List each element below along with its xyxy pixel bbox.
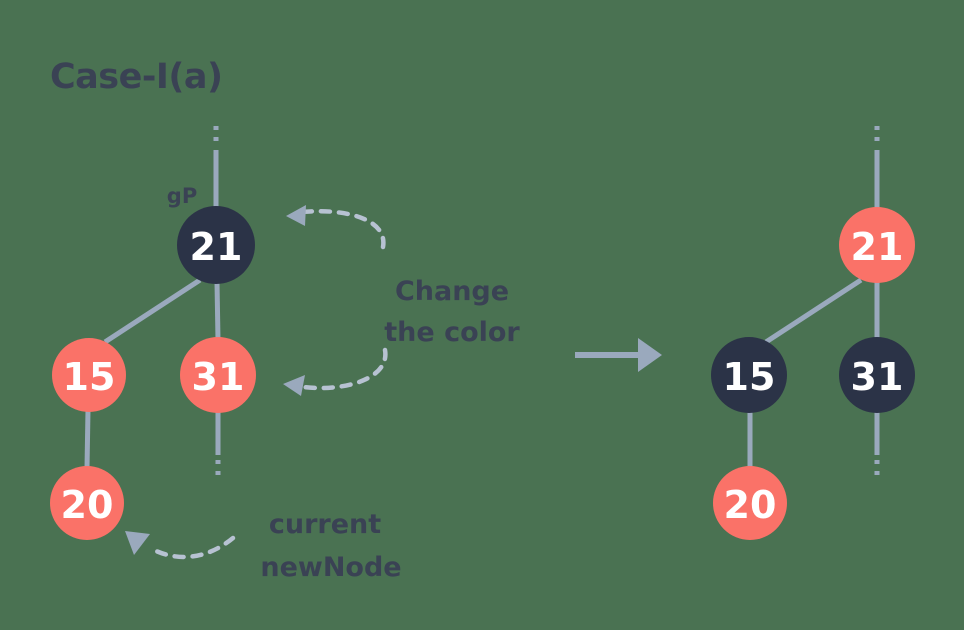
change-color-line-2: the color — [384, 317, 520, 348]
left-node-15-circle — [52, 338, 126, 412]
right-node-21-label: 21 — [851, 225, 904, 269]
right-node-15-label: 15 — [723, 355, 776, 399]
left-tree-group: 21 15 31 20 gP — [50, 126, 256, 540]
grandparent-label: gP — [167, 184, 197, 208]
left-node-20-label: 20 — [61, 483, 114, 527]
right-edge-21-15 — [764, 277, 863, 345]
left-node-21-label: 21 — [190, 225, 243, 269]
right-node-20-circle — [713, 466, 787, 540]
left-node-15[interactable]: 15 — [52, 338, 126, 412]
right-node-15[interactable]: 15 — [711, 337, 787, 413]
left-node-20[interactable]: 20 — [50, 466, 124, 540]
change-color-arrow-to-31-path — [300, 347, 388, 391]
right-node-20[interactable]: 20 — [713, 466, 787, 540]
change-color-arrow-to-31 — [283, 347, 388, 396]
page-title: Case-I(a) — [50, 57, 223, 97]
left-edge-21-31 — [214, 281, 221, 341]
right-node-31-label: 31 — [851, 355, 904, 399]
transition-arrow — [575, 338, 662, 372]
left-node-21[interactable]: 21 — [177, 206, 255, 284]
left-edge-15-20 — [84, 409, 91, 469]
newnode-label: newNode — [260, 552, 401, 583]
right-node-15-circle — [711, 337, 787, 413]
change-color-arrow-to-31-head — [283, 375, 305, 396]
change-color-arrow-to-21-head — [286, 205, 306, 226]
current-newnode-arrow-path — [149, 535, 236, 560]
left-edge-21-15 — [103, 277, 202, 345]
left-node-31-circle — [180, 337, 256, 413]
right-tree-group: 21 15 31 20 — [711, 126, 915, 540]
left-node-15-label: 15 — [63, 355, 116, 399]
left-node-21-circle — [177, 206, 255, 284]
right-node-31[interactable]: 31 — [839, 337, 915, 413]
right-node-31-circle — [839, 337, 915, 413]
change-color-arrow-to-21 — [286, 205, 386, 250]
right-node-21-circle — [839, 207, 915, 283]
right-node-20-label: 20 — [724, 483, 777, 527]
left-node-20-circle — [50, 466, 124, 540]
left-node-31[interactable]: 31 — [180, 337, 256, 413]
change-color-arrow-to-21-path — [299, 209, 386, 250]
change-color-line-1: Change — [395, 276, 509, 307]
current-label: current — [269, 509, 381, 540]
transition-arrow-head — [638, 338, 662, 372]
current-newnode-arrow-head — [125, 531, 150, 555]
current-newnode-arrow — [125, 531, 236, 560]
left-node-31-label: 31 — [192, 355, 245, 399]
right-node-21[interactable]: 21 — [839, 207, 915, 283]
